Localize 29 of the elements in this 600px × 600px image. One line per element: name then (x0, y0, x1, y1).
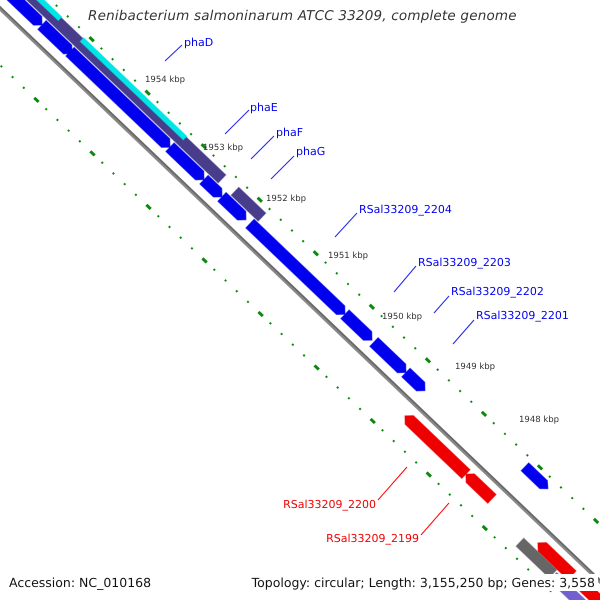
leader-line (250, 136, 274, 160)
gene-label: phaD (184, 37, 214, 49)
leader-line (394, 266, 416, 292)
gene-label: phaE (250, 102, 278, 114)
gene-label: RSal33209_2199 (326, 533, 419, 545)
gene-label: RSal33209_2200 (283, 499, 376, 511)
leader-line (420, 502, 450, 536)
scale-label: 1948 kbp (519, 415, 560, 425)
leader-line (224, 110, 250, 134)
gene-label: phaG (296, 146, 326, 158)
leader-line (452, 320, 474, 344)
scale-label: 1951 kbp (328, 251, 368, 261)
scale-label: 1950 kbp (382, 312, 422, 322)
leader-line (434, 296, 450, 314)
gene-label: RSal33209_2202 (451, 286, 544, 298)
leader-line (334, 212, 358, 238)
title: Renibacterium salmoninarum ATCC 33209, complete genome (86, 8, 519, 24)
scale-label: 1952 kbp (266, 194, 306, 204)
genome-info-text: Topology: circular; Length: 3,155,250 bp; Genes: 3,558 (248, 574, 598, 591)
scale-label: 1949 kbp (455, 362, 496, 372)
gene-label: RSal33209_2203 (418, 257, 511, 269)
leader-line (164, 44, 182, 62)
gene-label: RSal33209_2204 (359, 204, 452, 216)
scale-label: 1953 kbp (203, 143, 244, 153)
gene-label: RSal33209_2201 (476, 310, 569, 322)
leader-line (270, 156, 294, 180)
leader-line (378, 466, 408, 500)
scale-label: 1954 kbp (145, 75, 186, 85)
gene-label: phaF (276, 127, 304, 139)
